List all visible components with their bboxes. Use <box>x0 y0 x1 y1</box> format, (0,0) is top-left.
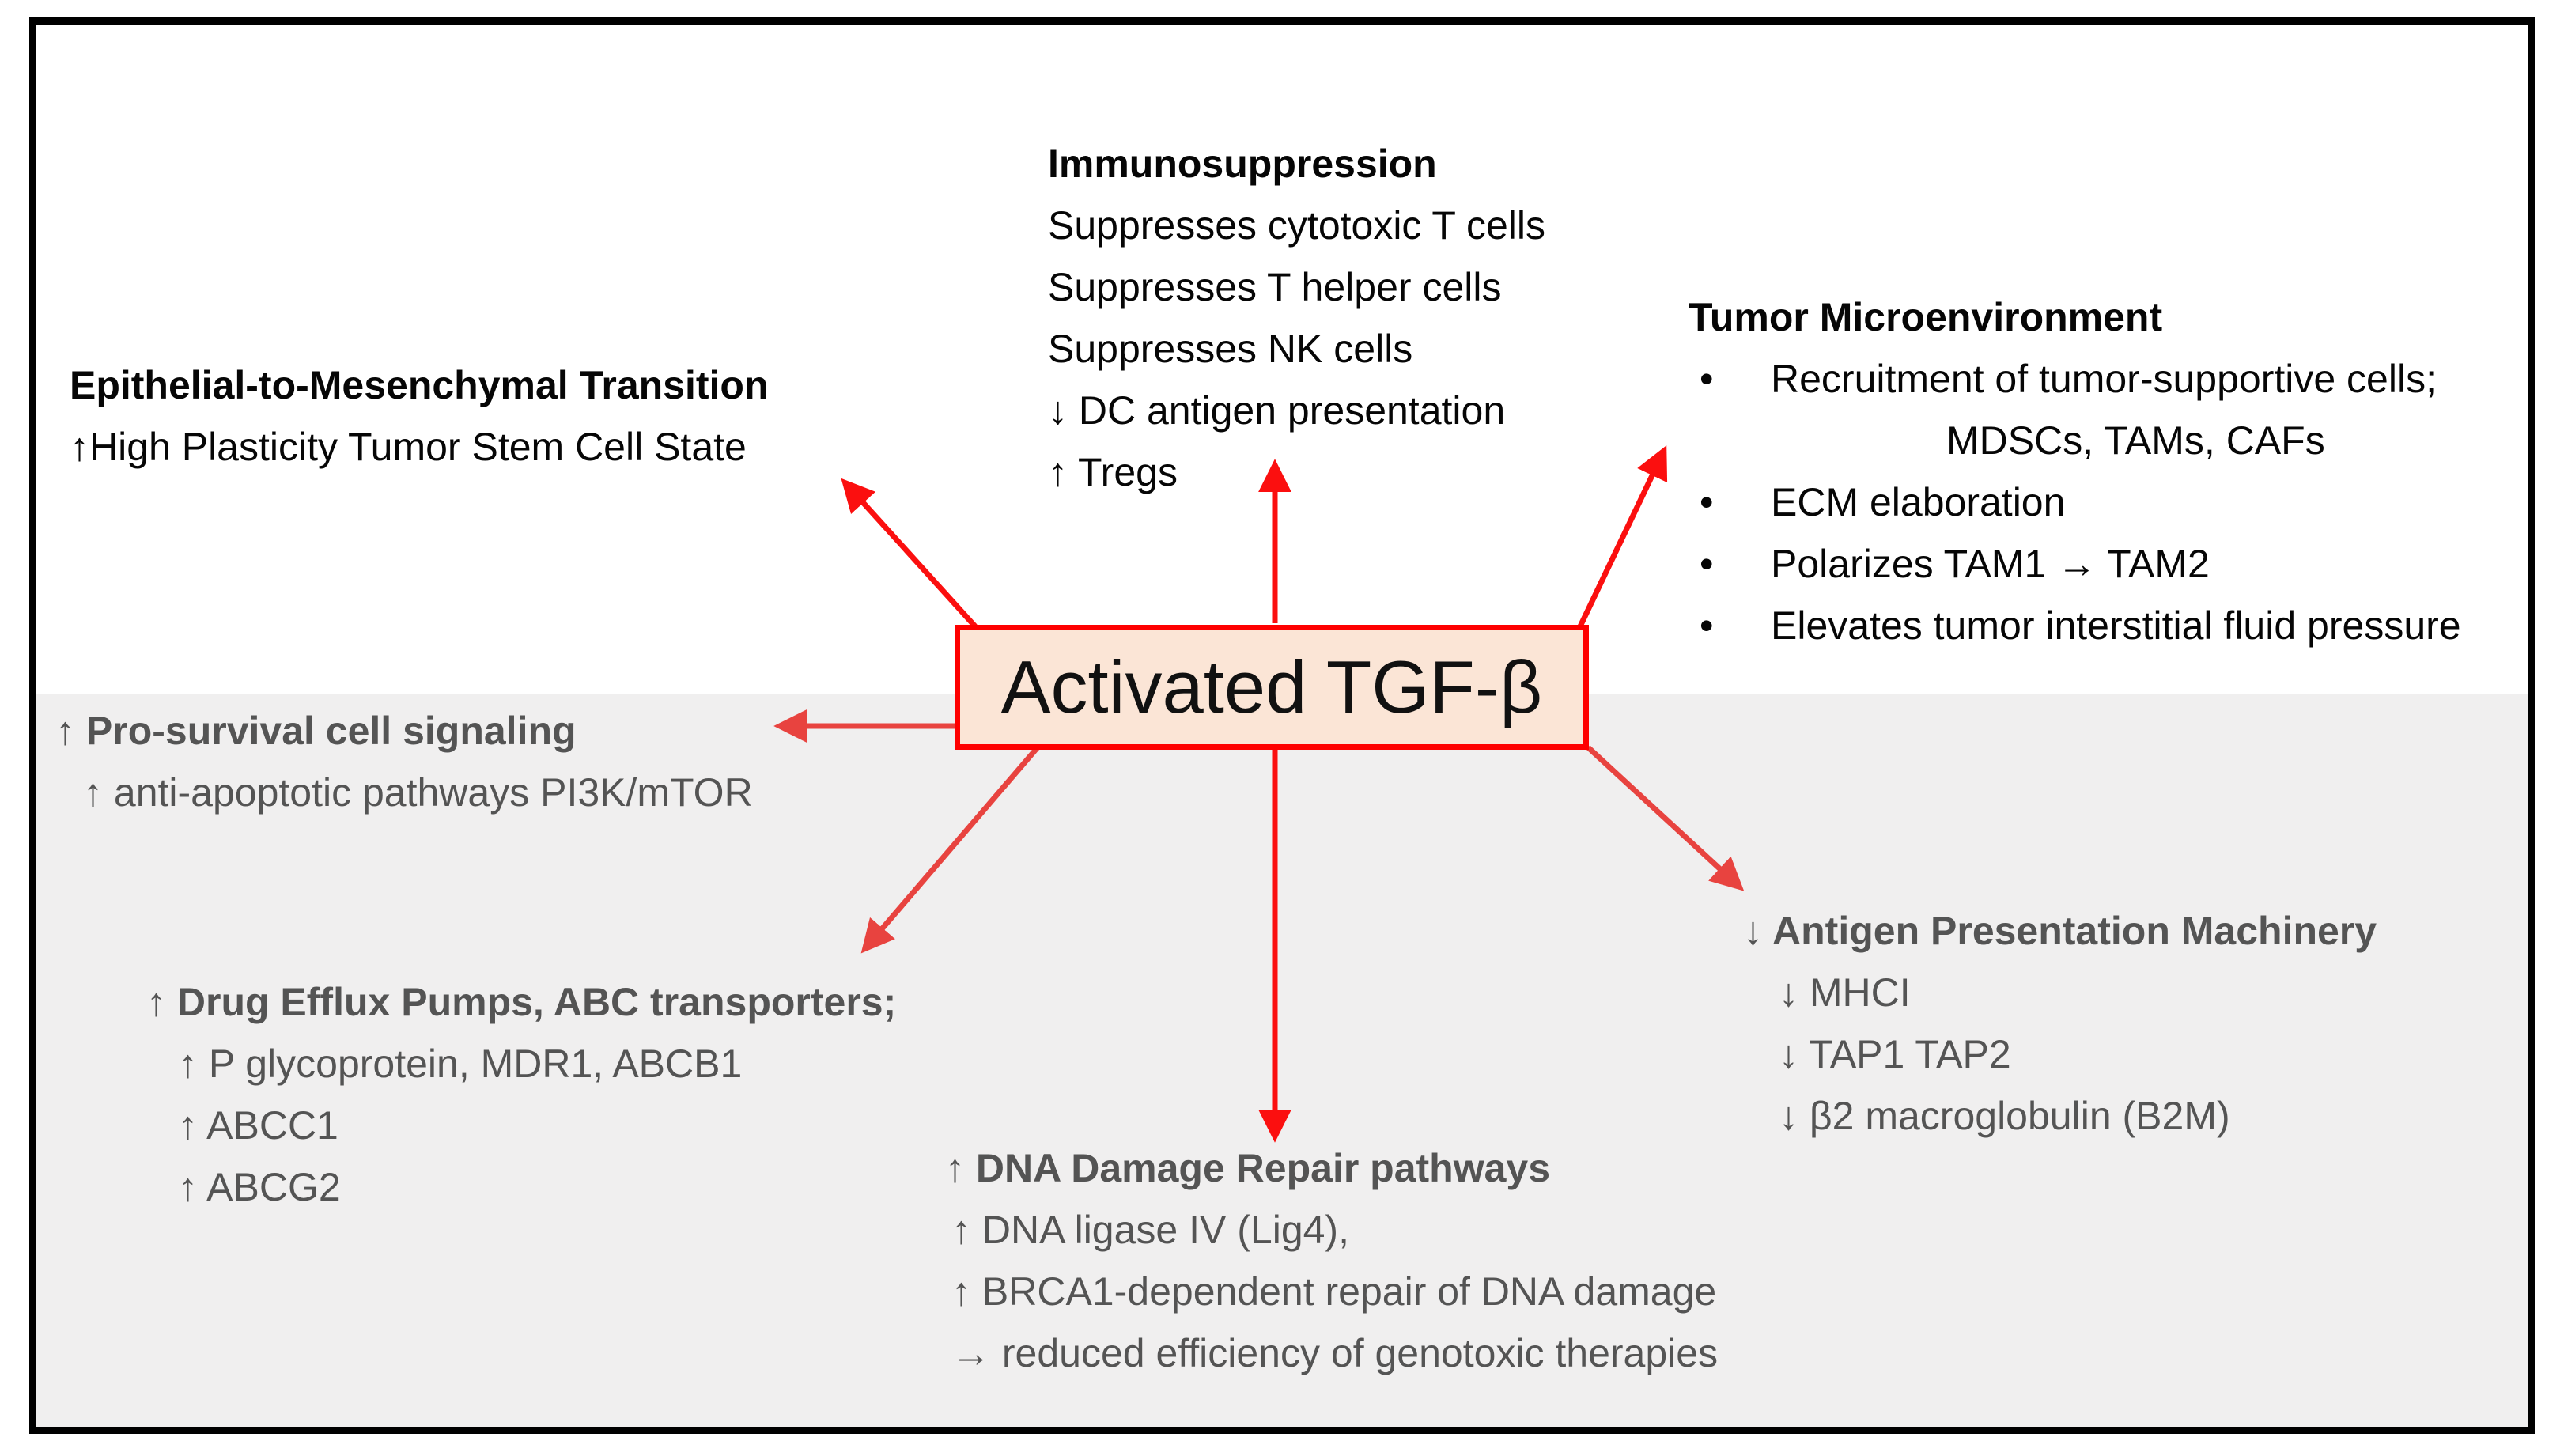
arrow-down-right <box>1586 745 1745 891</box>
bullet-dot: • <box>1700 603 1714 648</box>
dna-repair-heading: ↑ DNA Damage Repair pathways <box>945 1146 1551 1190</box>
arrow-down-left <box>860 745 1040 954</box>
tme-bullet-polarizes: • Polarizes TAM1 → TAM2 <box>1689 533 2461 595</box>
center-node-activated-tgfb: Activated TGF-β <box>955 625 1589 750</box>
prosurvival-line: ↑ anti-apoptotic pathways PI3K/mTOR <box>83 770 753 815</box>
arrow-up-right <box>1577 445 1668 628</box>
dna-repair-line: → reduced efficiency of genotoxic therap… <box>951 1331 1719 1375</box>
antigen-heading: ↓ Antigen Presentation Machinery <box>1743 909 2377 953</box>
tme-bullet-pressure: • Elevates tumor interstitial fluid pres… <box>1689 595 2461 656</box>
tme-bullet-text: Recruitment of tumor-supportive cells; <box>1771 357 2437 401</box>
bullet-dot: • <box>1700 357 1714 401</box>
drug-efflux-line: ↑ ABCC1 <box>178 1103 338 1148</box>
section-emt: Epithelial-to-Mesenchymal Transition ↑Hi… <box>70 354 769 478</box>
diagram-frame <box>29 17 2535 1434</box>
tme-bullet-text: ECM elaboration <box>1771 480 2066 524</box>
antigen-line: ↓ TAP1 TAP2 <box>1779 1032 2011 1076</box>
antigen-line: ↓ β2 macroglobulin (B2M) <box>1779 1094 2230 1138</box>
antigen-line: ↓ MHCI <box>1779 970 1911 1015</box>
gray-band-background <box>36 694 2528 1427</box>
section-tumor-microenvironment: Tumor Microenvironment • Recruitment of … <box>1689 286 2461 656</box>
bullet-dot: • <box>1700 480 1714 524</box>
bullet-dot: • <box>1700 542 1714 586</box>
section-drug-efflux: ↑ Drug Efflux Pumps, ABC transporters; ↑… <box>146 971 896 1218</box>
emt-heading: Epithelial-to-Mesenchymal Transition <box>70 363 769 407</box>
dna-repair-line: ↑ BRCA1-dependent repair of DNA damage <box>951 1269 1717 1314</box>
emt-line: ↑High Plasticity Tumor Stem Cell State <box>70 425 747 469</box>
immunosuppression-heading: Immunosuppression <box>1048 142 1437 186</box>
drug-efflux-line: ↑ P glycoprotein, MDR1, ABCB1 <box>178 1042 743 1086</box>
dna-repair-line: ↑ DNA ligase IV (Lig4), <box>951 1208 1349 1252</box>
tme-bullet-ecm: • ECM elaboration <box>1689 471 2461 533</box>
arrow-up-left <box>841 478 978 629</box>
immunosuppression-line: Suppresses NK cells <box>1048 327 1413 371</box>
drug-efflux-heading: ↑ Drug Efflux Pumps, ABC transporters; <box>146 980 897 1024</box>
tme-recruitment-subline: MDSCs, TAMs, CAFs <box>1946 418 2325 463</box>
section-dna-repair: ↑ DNA Damage Repair pathways ↑ DNA ligas… <box>945 1137 1718 1384</box>
immunosuppression-line: Suppresses T helper cells <box>1048 265 1502 309</box>
tme-bullet-text: Polarizes TAM1 → TAM2 <box>1771 542 2210 586</box>
section-prosurvival: ↑ Pro-survival cell signaling ↑ anti-apo… <box>55 700 753 823</box>
center-node-label: Activated TGF-β <box>1000 645 1543 728</box>
tme-bullet-text: Elevates tumor interstitial fluid pressu… <box>1771 603 2461 648</box>
section-antigen-presentation: ↓ Antigen Presentation Machinery ↓ MHCI … <box>1743 900 2377 1147</box>
immunosuppression-line: ↓ DC antigen presentation <box>1048 388 1506 433</box>
immunosuppression-line: Suppresses cytotoxic T cells <box>1048 203 1545 248</box>
tme-heading: Tumor Microenvironment <box>1689 295 2163 339</box>
tme-bullet-recruitment: • Recruitment of tumor-supportive cells; <box>1689 348 2461 410</box>
drug-efflux-line: ↑ ABCG2 <box>178 1165 341 1209</box>
prosurvival-heading: ↑ Pro-survival cell signaling <box>55 709 577 753</box>
immunosuppression-line: ↑ Tregs <box>1048 450 1178 494</box>
section-immunosuppression: Immunosuppression Suppresses cytotoxic T… <box>1048 133 1545 503</box>
